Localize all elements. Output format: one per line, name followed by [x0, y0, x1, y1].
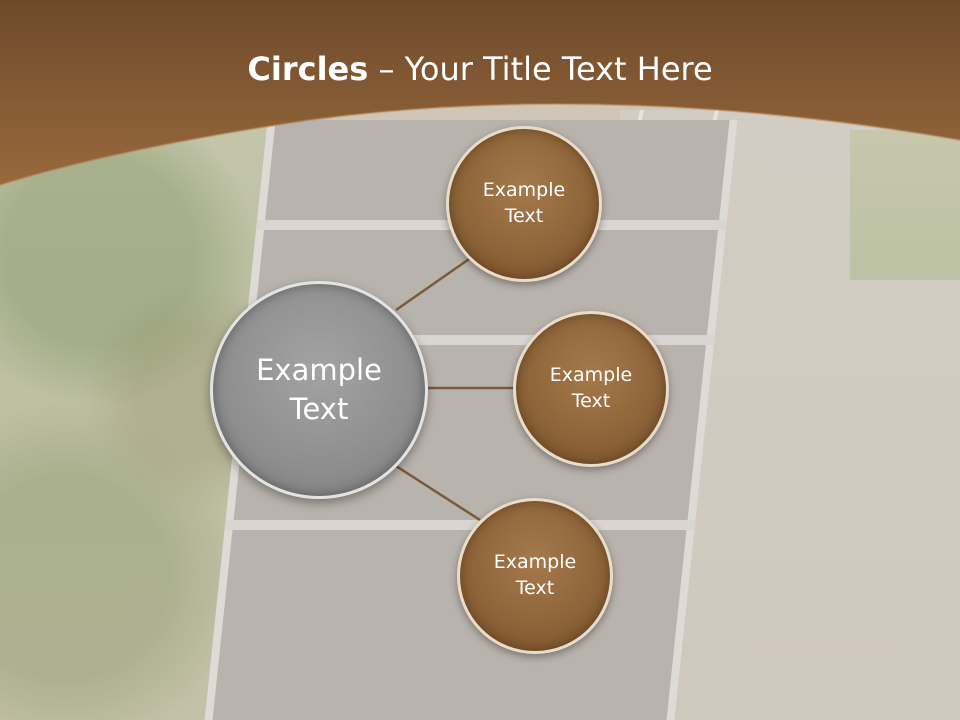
- grass-field: [850, 130, 960, 280]
- satellite-circle-label: Example Text: [482, 179, 566, 227]
- satellite-circle-top[interactable]: Example Text: [446, 126, 602, 282]
- satellite-circle-middle[interactable]: Example Text: [513, 311, 669, 467]
- center-circle-label: Example Text: [256, 352, 382, 426]
- satellite-circle-label: Example Text: [549, 364, 633, 412]
- satellite-circle-label: Example Text: [493, 551, 577, 599]
- title-bold: Circles: [247, 50, 369, 88]
- title-rest: – Your Title Text Here: [368, 50, 713, 88]
- connector-line: [395, 464, 481, 522]
- satellite-circle-bottom[interactable]: Example Text: [457, 498, 613, 654]
- header-band: [0, 0, 960, 186]
- connector-line: [395, 255, 473, 312]
- center-circle[interactable]: Example Text: [210, 281, 428, 499]
- page-title: Circles – Your Title Text Here: [0, 50, 960, 88]
